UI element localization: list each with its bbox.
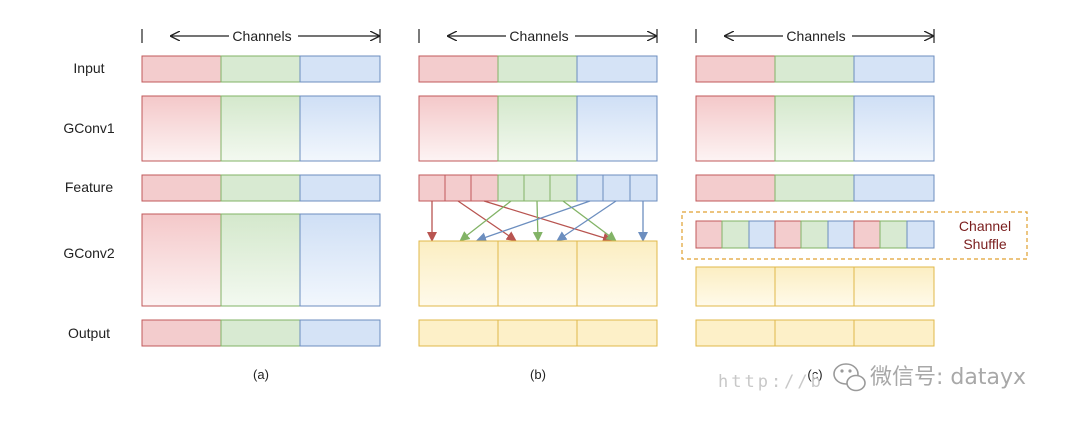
row-label-gconv2: GConv2 [63,245,115,261]
input-row-a [141,55,381,83]
gconv1-block-a [141,95,381,162]
channel-shuffle-label-line1: Channel [959,218,1011,234]
gconv1-block-b [418,95,658,162]
gconv2-block-a [141,213,381,307]
channels-header-b: Channels [418,28,658,44]
gconv2-block-c [695,266,935,307]
watermark-text: 微信号: datayx [870,365,1026,390]
column-b: (b) [418,55,658,382]
column-c: Channel Shuffle (c) [681,55,1028,382]
channels-label-c: Channels [786,28,845,44]
channel-shuffle-label-line2: Shuffle [963,236,1007,252]
watermark-url: http://b [718,372,824,392]
input-row-c [695,55,935,83]
wechat-icon [833,363,866,392]
column-a: (a) [141,55,381,382]
row-label-feature: Feature [65,179,113,195]
output-row-a [141,319,381,347]
watermark: http://b 微信号: datayx [718,363,1026,392]
channels-label-b: Channels [509,28,568,44]
output-row-c [695,319,935,347]
output-row-b [418,319,658,347]
row-label-gconv1: GConv1 [63,120,115,136]
shuffled-feature-row [695,220,935,249]
gconv1-block-c [695,95,935,162]
caption-c: (c) [807,367,822,382]
cross-group-arrows [427,200,648,243]
channels-label-a: Channels [232,28,291,44]
feature-row-b-split [418,174,658,202]
channels-header-c: Channels [695,28,935,44]
gconv2-block-b [418,240,658,307]
input-row-b [418,55,658,83]
caption-b: (b) [530,367,546,382]
caption-a: (a) [253,367,269,382]
feature-row-a [141,174,381,202]
row-label-output: Output [68,325,110,341]
channels-header-a: Channels [141,28,381,44]
row-label-input: Input [73,60,104,76]
feature-row-c [695,174,935,202]
